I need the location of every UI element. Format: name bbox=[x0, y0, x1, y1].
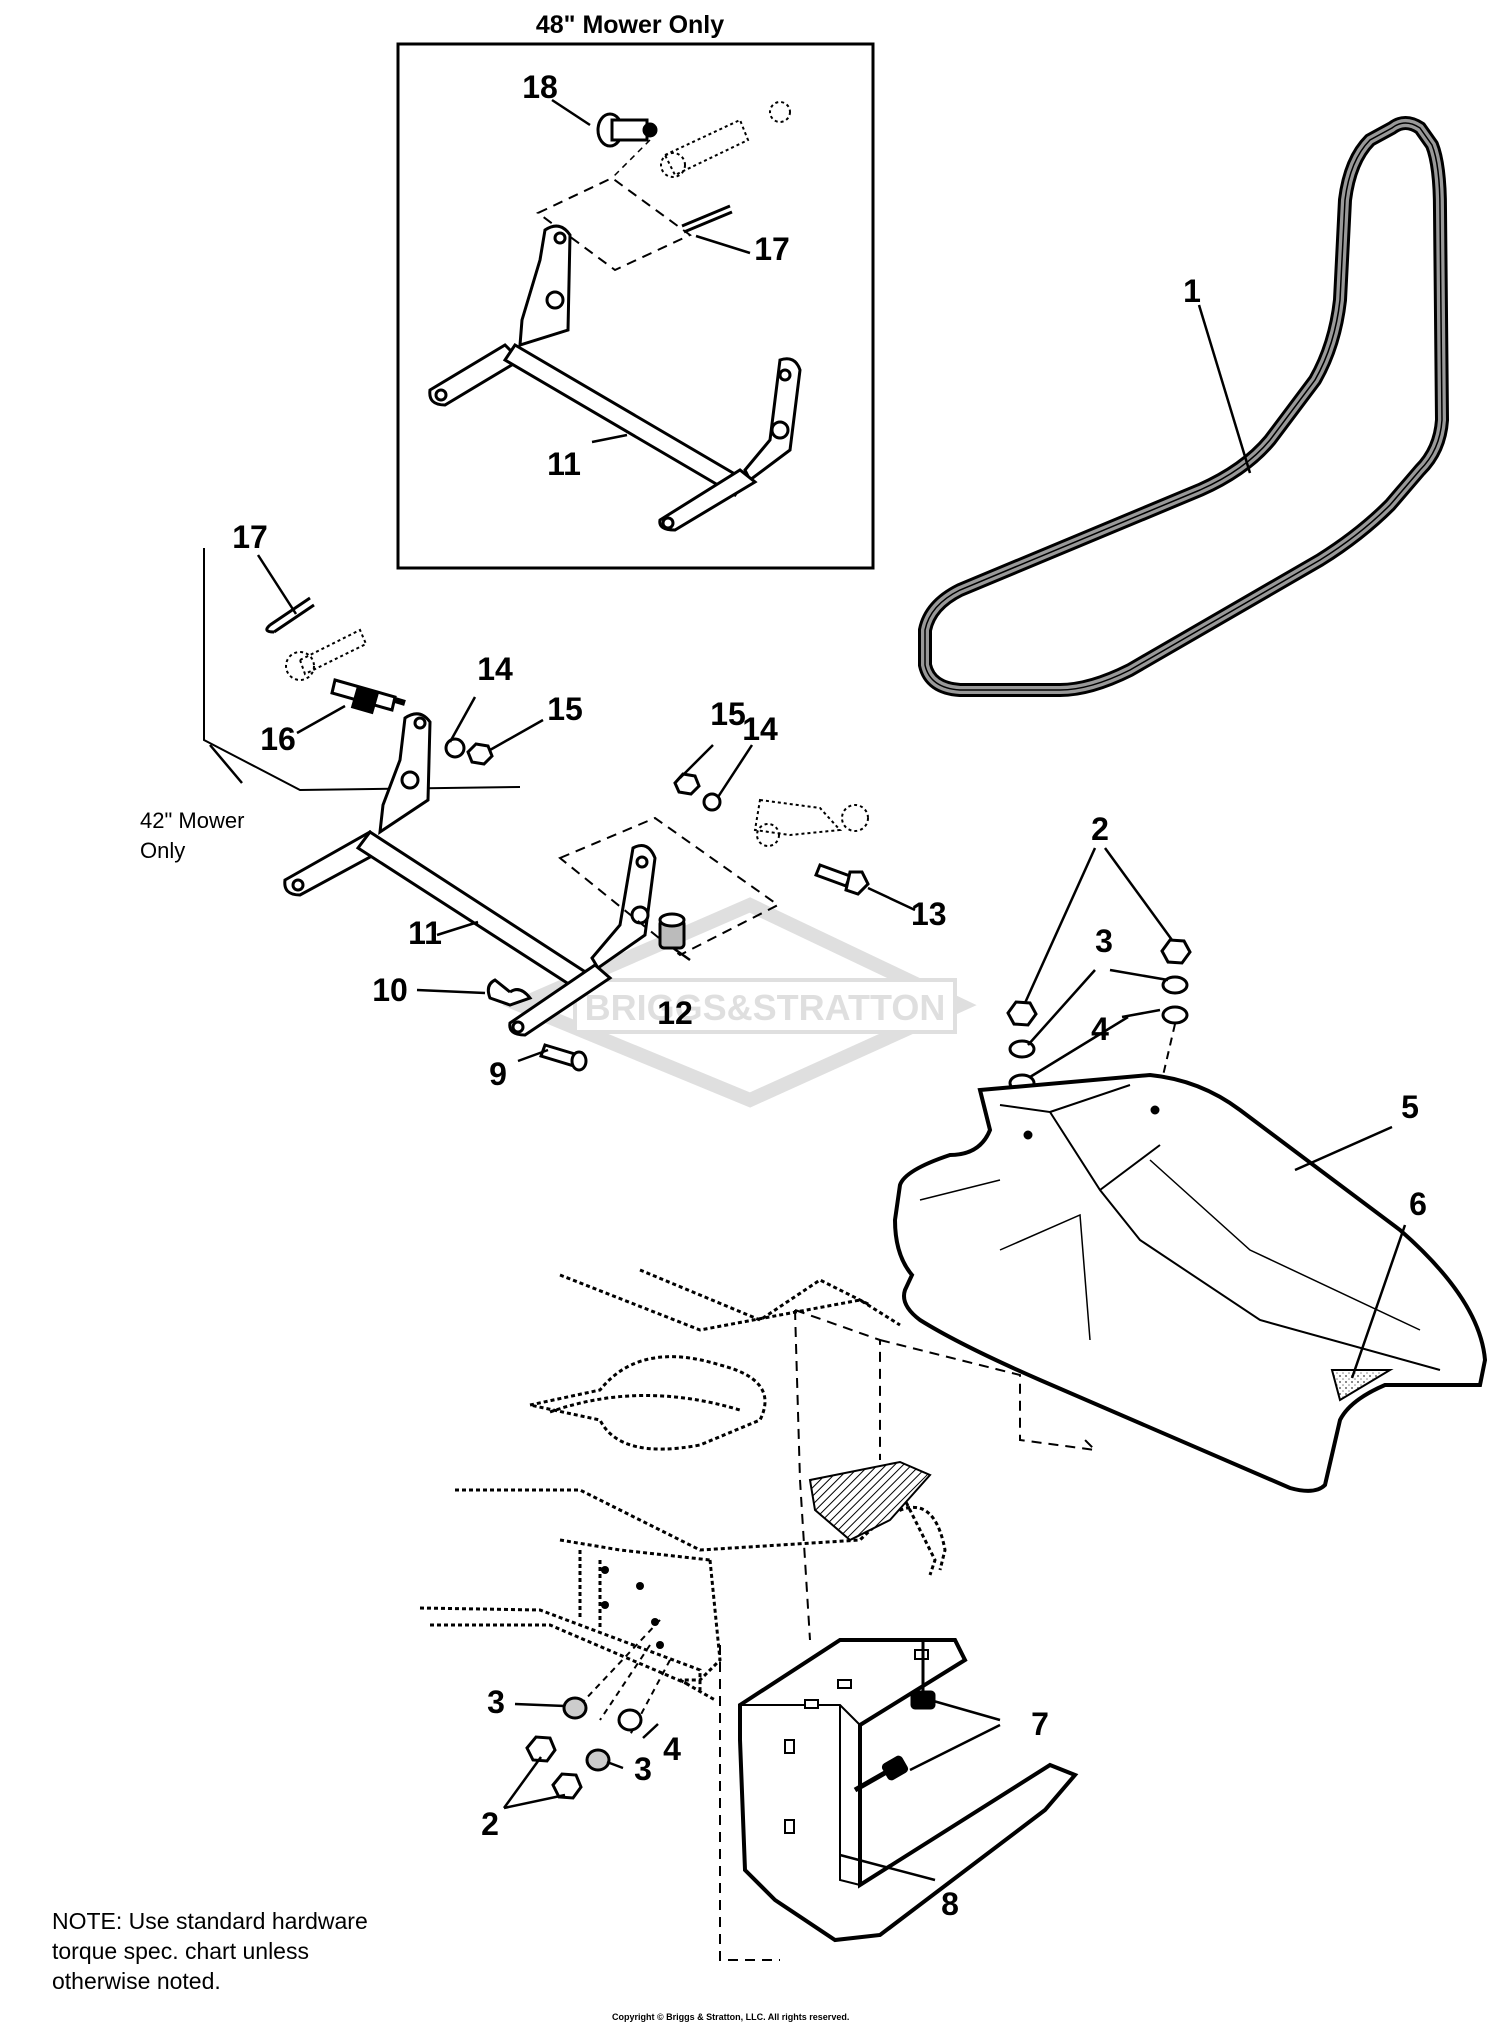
note-line-2: torque spec. chart unless bbox=[52, 1938, 309, 1964]
callout-3-lower-right: 3 bbox=[634, 1751, 652, 1787]
callout-15-right: 15 bbox=[710, 696, 746, 732]
inset-frame bbox=[396, 42, 875, 570]
part-16-stud bbox=[330, 678, 406, 715]
part-8-bracket bbox=[738, 1638, 1079, 1943]
part-4-washer-lower bbox=[617, 1708, 643, 1732]
callout-14-left: 14 bbox=[477, 651, 513, 687]
lower-hardware bbox=[525, 1696, 643, 1800]
rod-end-phantom-42 bbox=[753, 798, 869, 847]
callout-12: 12 bbox=[657, 995, 693, 1031]
part-1-belt bbox=[918, 116, 1450, 697]
note-line-1: NOTE: Use standard hardware bbox=[52, 1908, 368, 1934]
inset-title: 48" Mower Only bbox=[536, 11, 724, 39]
part-5-belt-shield bbox=[892, 1072, 1488, 1493]
part-12-spacer bbox=[658, 912, 686, 950]
callout-9: 9 bbox=[489, 1056, 507, 1092]
part-2-nut-lower-2 bbox=[551, 1772, 583, 1800]
part-10-hairpin-clip bbox=[486, 978, 533, 1007]
part-9-pin bbox=[539, 1043, 588, 1072]
part-15-nut-right bbox=[673, 772, 701, 796]
part-11-bracket-42 bbox=[283, 712, 657, 1037]
inset-phantom-box bbox=[536, 176, 692, 272]
callout-18: 18 bbox=[522, 69, 558, 105]
callout-10: 10 bbox=[372, 972, 408, 1008]
callout-13: 13 bbox=[911, 896, 947, 932]
deck-hatched-area bbox=[808, 1460, 932, 1542]
shield-hardware bbox=[1006, 938, 1192, 1093]
part-3-lockwasher-lower bbox=[562, 1696, 588, 1720]
callout-16: 16 bbox=[260, 721, 296, 757]
callout-17-inset: 17 bbox=[754, 231, 790, 267]
part-2-nut-lower-1 bbox=[525, 1735, 557, 1763]
watermark-logo: BRIGGS&STRATTON bbox=[502, 897, 977, 1108]
part-2-nut-right bbox=[1160, 938, 1192, 965]
callout-4-lower: 4 bbox=[663, 1731, 681, 1767]
callout-6: 6 bbox=[1409, 1186, 1427, 1222]
part-15-nut bbox=[466, 742, 494, 766]
part-18-pin bbox=[596, 112, 658, 148]
part-17-cotter-pin bbox=[681, 204, 733, 234]
callout-11-inset: 11 bbox=[547, 446, 581, 482]
leader-lines bbox=[209, 98, 1407, 1882]
watermark-text: BRIGGS&STRATTON bbox=[585, 987, 946, 1028]
part-6-arrow-decal bbox=[1330, 1369, 1394, 1402]
callout-3-upper: 3 bbox=[1095, 923, 1113, 959]
callout-7: 7 bbox=[1031, 1706, 1049, 1742]
callout-8: 8 bbox=[941, 1886, 959, 1922]
part-4-washer-right bbox=[1161, 1005, 1189, 1025]
callout-2-lower: 2 bbox=[481, 1806, 499, 1842]
part-14-washer-right bbox=[702, 792, 722, 812]
part-14-washer bbox=[444, 737, 466, 759]
copyright-text: Copyright © Briggs & Stratton, LLC. All … bbox=[612, 2012, 850, 2022]
callout-4-upper: 4 bbox=[1091, 1011, 1109, 1047]
part-11-bracket-48 bbox=[428, 224, 802, 532]
callout-2-upper: 2 bbox=[1091, 811, 1109, 847]
part-3-lockwasher-lower-2 bbox=[585, 1748, 611, 1772]
callouts: 18 17 11 1 17 16 14 15 15 14 13 11 12 10… bbox=[232, 69, 1427, 1922]
rod-end-phantom bbox=[660, 101, 791, 178]
bracket-assembly-42 bbox=[203, 548, 870, 1072]
part-13-bolt bbox=[814, 863, 870, 896]
inset-48-mower bbox=[396, 42, 875, 570]
callout-17: 17 bbox=[232, 519, 268, 555]
part-7-bolts bbox=[853, 1640, 936, 1793]
part-2-nut-left bbox=[1006, 1000, 1038, 1027]
phantom-box-42 bbox=[558, 816, 780, 957]
part-3-lockwasher-right bbox=[1161, 975, 1189, 995]
spacer-phantom bbox=[285, 628, 368, 681]
part-17-cotter-pin-42 bbox=[265, 596, 315, 634]
callout-11: 11 bbox=[408, 915, 442, 951]
callout-15-left: 15 bbox=[547, 691, 583, 727]
callout-1: 1 bbox=[1183, 273, 1201, 309]
deck-phantom bbox=[419, 1268, 947, 1702]
callout-3-lower-left: 3 bbox=[487, 1684, 505, 1720]
callout-14-right: 14 bbox=[742, 711, 778, 747]
variant-label-line2: Only bbox=[140, 838, 185, 863]
torque-note: NOTE: Use standard hardware torque spec.… bbox=[52, 1906, 472, 1996]
callout-5: 5 bbox=[1401, 1089, 1419, 1125]
variant-label-line1: 42" Mower bbox=[140, 808, 244, 833]
note-line-3: otherwise noted. bbox=[52, 1968, 221, 1994]
